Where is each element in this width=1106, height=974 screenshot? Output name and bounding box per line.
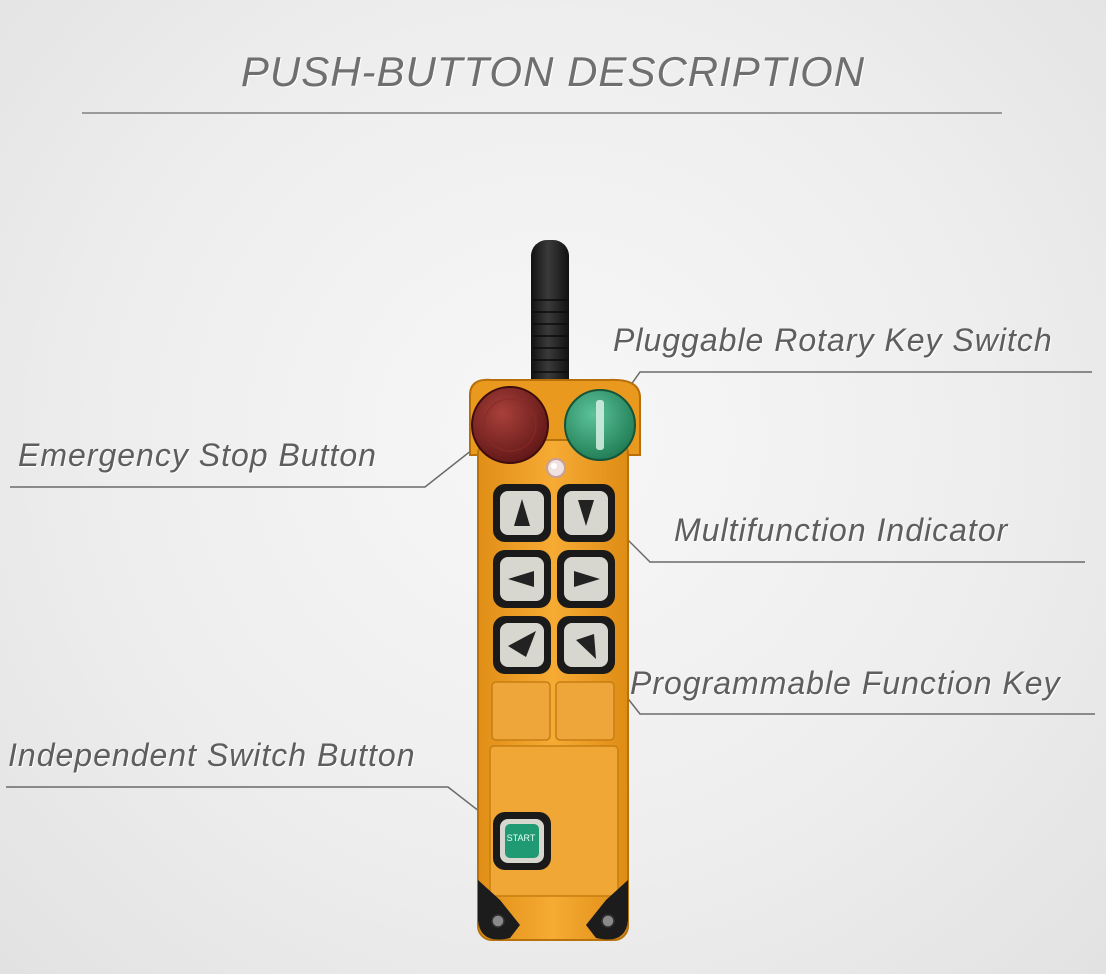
start-button-label: START xyxy=(506,833,536,843)
direction-button-grid xyxy=(493,484,615,674)
bottom-foot-right xyxy=(586,880,628,940)
callout-rotary-key-switch: Pluggable Rotary Key Switch xyxy=(613,322,1053,358)
antenna xyxy=(531,240,569,400)
page-title: PUSH-BUTTON DESCRIPTION xyxy=(240,48,866,95)
blank-panel-right xyxy=(555,681,615,741)
bottom-foot-left xyxy=(478,880,520,940)
callout-independent-switch: Independent Switch Button xyxy=(8,737,416,773)
diagonal-down-arrow-icon xyxy=(576,634,596,659)
title-divider xyxy=(82,112,1002,114)
up-arrow-icon xyxy=(514,499,530,526)
antenna-ribs xyxy=(533,299,567,373)
callout-programmable-function-key: Programmable Function Key xyxy=(630,665,1061,701)
blank-panel-left xyxy=(491,681,551,741)
callout-multifunction-indicator: Multifunction Indicator xyxy=(674,512,1009,548)
down-arrow-icon xyxy=(578,500,594,526)
emergency-stop-button xyxy=(471,386,549,464)
left-arrow-icon xyxy=(508,571,534,587)
callout-emergency-stop: Emergency Stop Button xyxy=(18,437,377,473)
diagonal-up-arrow-icon xyxy=(508,631,536,657)
right-arrow-icon xyxy=(574,571,600,587)
